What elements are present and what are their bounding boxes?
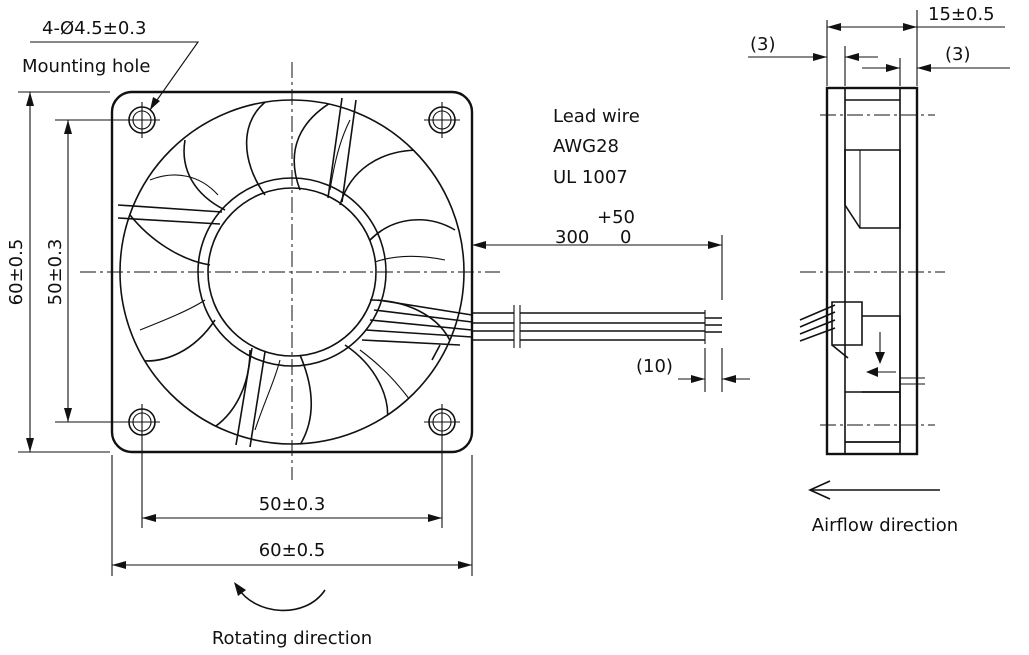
wire-strip-label: (10) xyxy=(636,356,673,377)
dimension-width-outer-label: 60±0.5 xyxy=(259,540,326,561)
lead-wire xyxy=(472,305,722,348)
lead-wire-spec: Lead wire AWG28 UL 1007 xyxy=(553,106,640,188)
mounting-holes xyxy=(124,102,460,440)
mounting-hole-label: Mounting hole xyxy=(22,56,150,77)
wire-length-tol-minus: 0 xyxy=(620,227,631,248)
lead-wire-gauge: AWG28 xyxy=(553,136,619,157)
dimension-wire-strip: (10) xyxy=(636,348,750,392)
fan-wire-channel xyxy=(361,299,473,361)
fan-spokes xyxy=(117,97,357,448)
fan-front-view xyxy=(80,62,500,480)
dimension-height-pitch-label: 50±0.3 xyxy=(45,239,66,306)
rotation-indicator: Rotating direction xyxy=(212,582,372,649)
fan-blades xyxy=(129,100,456,444)
flange-left-label: (3) xyxy=(750,34,776,55)
dimension-width-outer: 60±0.5 xyxy=(111,455,473,576)
lead-wire-label: Lead wire xyxy=(553,106,640,127)
flange-right-label: (3) xyxy=(945,44,971,65)
dimension-flange-left: (3) xyxy=(748,34,878,86)
rotation-arrow xyxy=(237,587,326,612)
dimension-width-pitch: 50±0.3 xyxy=(141,440,443,528)
dimension-height-outer: 60±0.5 xyxy=(6,91,110,453)
hole-spec-callout: 4-Ø4.5±0.3 Mounting hole xyxy=(22,18,200,111)
dimension-flange-right: (3) xyxy=(862,44,1010,86)
wire-length-label: 300 xyxy=(555,227,589,248)
dimension-thickness: 15±0.5 xyxy=(826,4,1005,86)
airflow-indicator: Airflow direction xyxy=(808,480,958,536)
hole-spec-text: 4-Ø4.5±0.3 xyxy=(42,18,146,39)
dimension-wire-length: 300 +50 0 xyxy=(472,207,723,300)
side-frame-outline xyxy=(825,86,919,456)
airflow-label: Airflow direction xyxy=(812,515,958,536)
dimension-height-outer-label: 60±0.5 xyxy=(6,239,27,306)
lead-wire-standard: UL 1007 xyxy=(553,167,628,188)
wire-length-tol-plus: +50 xyxy=(597,207,635,228)
rotation-label: Rotating direction xyxy=(212,628,372,649)
dimension-height-pitch: 50±0.3 xyxy=(45,119,128,423)
thickness-label: 15±0.5 xyxy=(928,4,995,25)
dimension-width-pitch-label: 50±0.3 xyxy=(259,494,326,515)
fan-side-view xyxy=(799,86,945,456)
